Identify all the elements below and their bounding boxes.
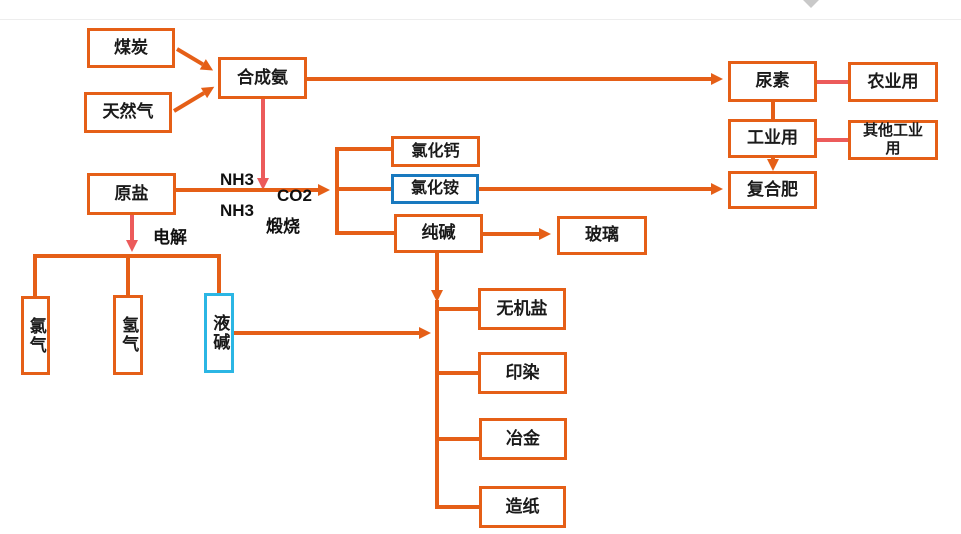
arrow-natural-gas-to-ammonia [172, 81, 218, 113]
drop-to-chlorine-gas [33, 254, 37, 296]
branch-metallurgy [435, 437, 479, 441]
bracket-vertical [335, 147, 339, 235]
node-hydrogen-gas: 氢气 [113, 295, 143, 375]
node-soda-ash: 纯碱 [394, 214, 483, 253]
arrowhead-icon [711, 183, 723, 195]
bracket-branch-ammonium-chloride [337, 187, 391, 191]
arrowhead-icon [126, 240, 138, 252]
node-chlorine-gas: 氯气 [21, 296, 50, 375]
arrow-ammonia-down-nh3 [257, 99, 269, 190]
connector-urea-agricultural [817, 80, 848, 84]
arrow-ammonium-chloride-to-fertilizer [479, 183, 723, 195]
arrowhead-icon [711, 73, 723, 85]
label-nh3-top: NH3 [220, 170, 255, 189]
arrowhead-icon [318, 184, 330, 196]
drop-to-liquid-caustic [217, 254, 221, 293]
node-synthetic-ammonia: 合成氨 [218, 57, 307, 99]
arrow-coal-to-ammonia [175, 47, 217, 76]
node-liquid-caustic: 液碱 [204, 293, 234, 373]
node-ammonium-chloride: 氯化铵 [391, 174, 479, 204]
branch-printing-dyeing [435, 371, 478, 375]
node-glass: 玻璃 [557, 216, 647, 255]
background-divider-line [0, 19, 961, 20]
node-inorganic-salt: 无机盐 [478, 288, 566, 330]
node-coal: 煤炭 [87, 28, 175, 68]
arrow-liquid-caustic-to-trunk [234, 327, 431, 339]
arrow-soda-ash-to-glass [483, 228, 551, 240]
watermark-chevron [794, 0, 828, 8]
node-calcium-chloride: 氯化钙 [391, 136, 480, 167]
arrow-raw-salt-electrolysis-down [126, 215, 138, 252]
arrowhead-icon [431, 290, 443, 302]
node-agricultural-use: 农业用 [848, 62, 938, 102]
bracket-branch-calcium-chloride [337, 147, 391, 151]
node-raw-salt: 原盐 [87, 173, 176, 215]
node-other-industrial-use: 其他工业用 [848, 120, 938, 160]
label-nh3-bottom: NH3 [220, 201, 255, 220]
applications-trunk [435, 300, 439, 509]
bracket-branch-soda-ash [337, 231, 394, 235]
arrowhead-icon [200, 81, 218, 99]
node-urea: 尿素 [728, 61, 817, 102]
connector-urea-industrial [771, 101, 775, 121]
node-natural-gas: 天然气 [84, 92, 172, 133]
label-calcination: 煅烧 [266, 217, 300, 236]
branch-papermaking [435, 505, 479, 509]
arrowhead-icon [767, 159, 779, 171]
arrow-raw-salt-to-branch [176, 184, 330, 196]
arrow-ammonia-to-urea [307, 73, 723, 85]
node-industrial-use: 工业用 [728, 119, 817, 158]
arrowhead-icon [539, 228, 551, 240]
node-papermaking: 造纸 [479, 486, 566, 528]
branch-inorganic-salt [435, 307, 478, 311]
connector-industrial-other [817, 138, 848, 142]
arrowhead-icon [419, 327, 431, 339]
node-compound-fertilizer: 复合肥 [728, 171, 817, 209]
arrow-soda-ash-down [431, 253, 443, 302]
arrowhead-icon [199, 59, 217, 76]
label-electrolysis: 电解 [153, 228, 187, 247]
label-co2: CO2 [277, 186, 312, 205]
drop-to-hydrogen-gas [126, 254, 130, 295]
node-metallurgy: 冶金 [479, 418, 567, 460]
node-printing-dyeing: 印染 [478, 352, 567, 394]
